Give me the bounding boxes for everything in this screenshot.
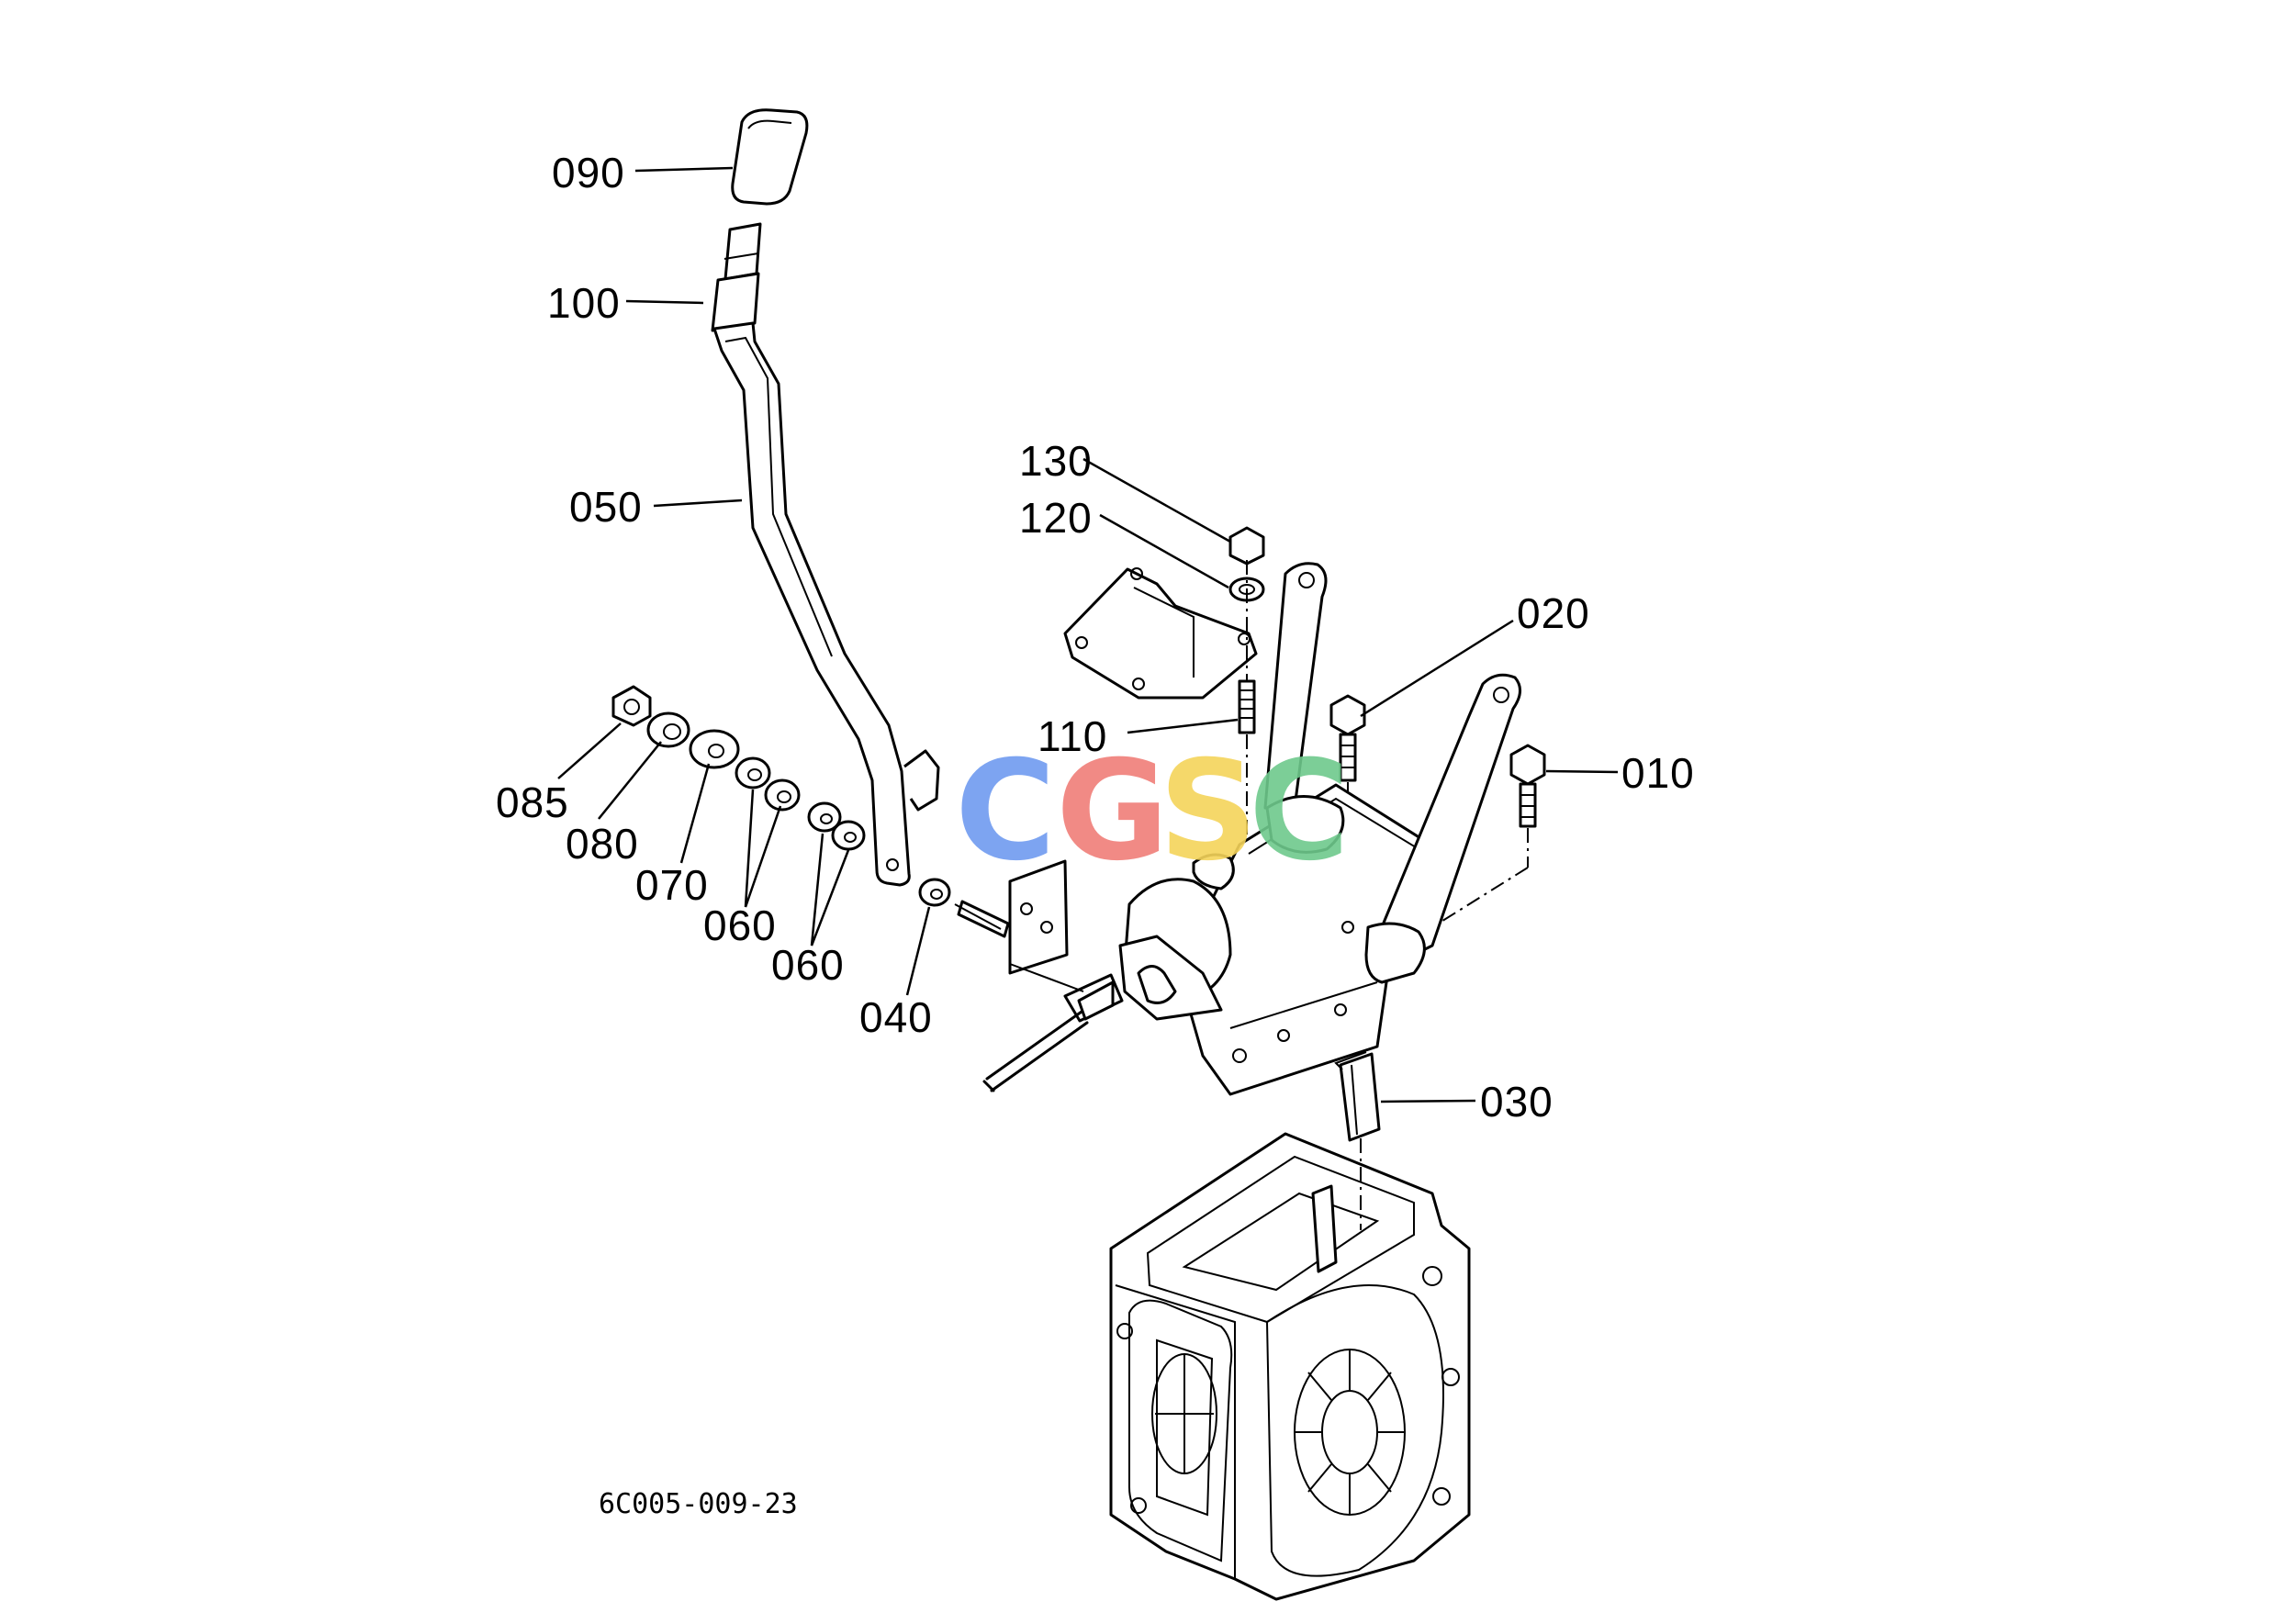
- watermark-letter-1: C: [955, 732, 1056, 891]
- gasket-030: [1334, 1051, 1381, 1142]
- pedal-pad: [731, 108, 809, 206]
- callout-060-a: 060: [703, 902, 777, 949]
- watermark-logo: C G S C: [955, 732, 1350, 891]
- callout-050: 050: [569, 483, 643, 531]
- callout-060-b: 060: [771, 941, 845, 989]
- shaft: [954, 859, 1069, 975]
- callout-120: 120: [1019, 494, 1093, 542]
- housing-cover: [1118, 562, 1521, 1096]
- callout-100: 100: [547, 279, 621, 327]
- bracket-plate: [1063, 567, 1258, 700]
- bolt-010: [1431, 744, 1546, 928]
- watermark-letter-2: G: [1056, 732, 1169, 891]
- callout-010: 010: [1621, 749, 1695, 797]
- pedal-sleeve: [711, 222, 762, 332]
- watermark-letter-4: C: [1249, 732, 1350, 891]
- callout-085: 085: [496, 778, 569, 826]
- watermark-letter-3: S: [1159, 732, 1258, 891]
- leader-lines: [557, 166, 1619, 1103]
- callout-080: 080: [566, 820, 639, 868]
- callout-070: 070: [635, 861, 709, 909]
- output-shaft: [982, 963, 1124, 1092]
- callout-110: 110: [1038, 712, 1107, 760]
- callout-130: 130: [1019, 437, 1093, 485]
- callout-090: 090: [552, 149, 625, 196]
- transmission-case: [1109, 1132, 1471, 1601]
- pedal-arm: [712, 321, 940, 887]
- callout-labels: 090 100 050 130 120 020 110 010 085 080 …: [496, 149, 1695, 1126]
- drawing-reference-number: 6C005-009-23: [599, 1488, 798, 1520]
- callout-030: 030: [1480, 1078, 1554, 1126]
- shaft-hardware: [611, 685, 951, 907]
- callout-040: 040: [859, 993, 933, 1041]
- callout-020: 020: [1517, 589, 1590, 637]
